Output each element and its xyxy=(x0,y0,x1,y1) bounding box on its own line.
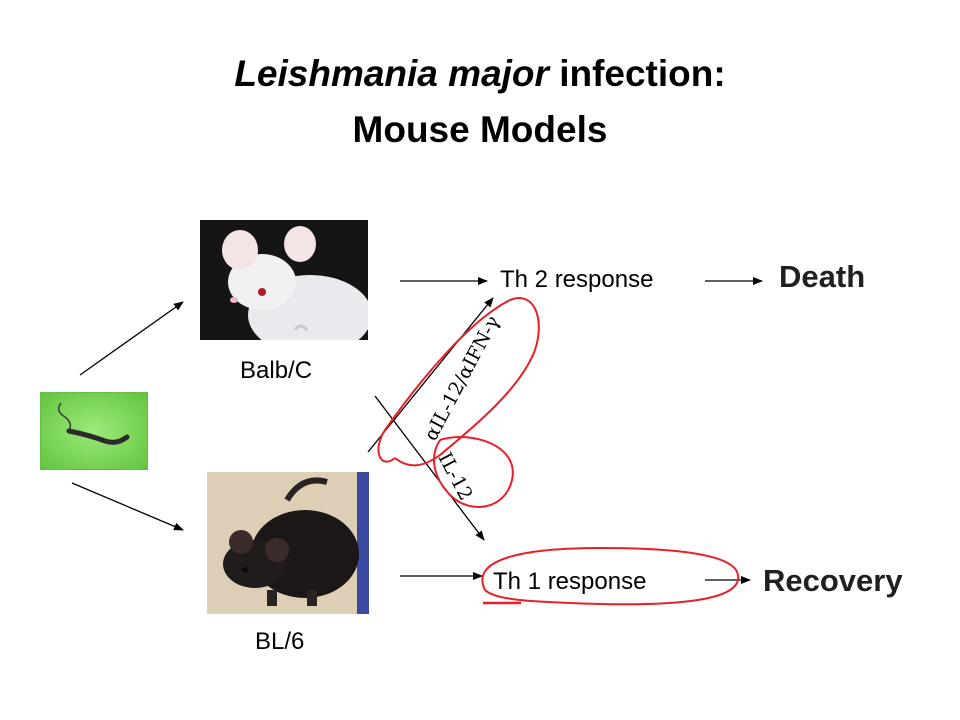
title-italic: Leishmania major xyxy=(234,53,549,94)
black-mouse-icon xyxy=(207,472,369,614)
bl6-label: BL/6 xyxy=(255,628,305,655)
th1-response-label: Th 1 response xyxy=(493,568,647,595)
white-mouse-photo xyxy=(200,220,368,340)
recovery-outcome: Recovery xyxy=(763,563,903,598)
parasite-micrograph xyxy=(40,392,148,470)
title-rest: infection: xyxy=(548,53,726,94)
arrow-anti-switch-to-th2 xyxy=(367,297,494,453)
red-circle-th1-response xyxy=(481,546,740,606)
arrow-il12-switch-to-th1 xyxy=(374,395,485,541)
th2-response-label: Th 2 response xyxy=(500,266,654,293)
slide-title: Leishmania major infection: xyxy=(0,52,960,96)
white-mouse-icon xyxy=(200,220,368,340)
red-circle-il12-label xyxy=(433,435,514,508)
arrow-parasite-to-bl6 xyxy=(71,482,184,531)
arrow-parasite-to-balb xyxy=(79,301,184,376)
red-circle-anti-label xyxy=(377,297,540,467)
balb-label: Balb/C xyxy=(240,357,313,384)
leishmania-parasite-icon xyxy=(41,393,147,469)
black-mouse-photo xyxy=(207,472,369,614)
slide-subtitle: Mouse Models xyxy=(352,109,608,150)
death-outcome: Death xyxy=(779,259,866,294)
